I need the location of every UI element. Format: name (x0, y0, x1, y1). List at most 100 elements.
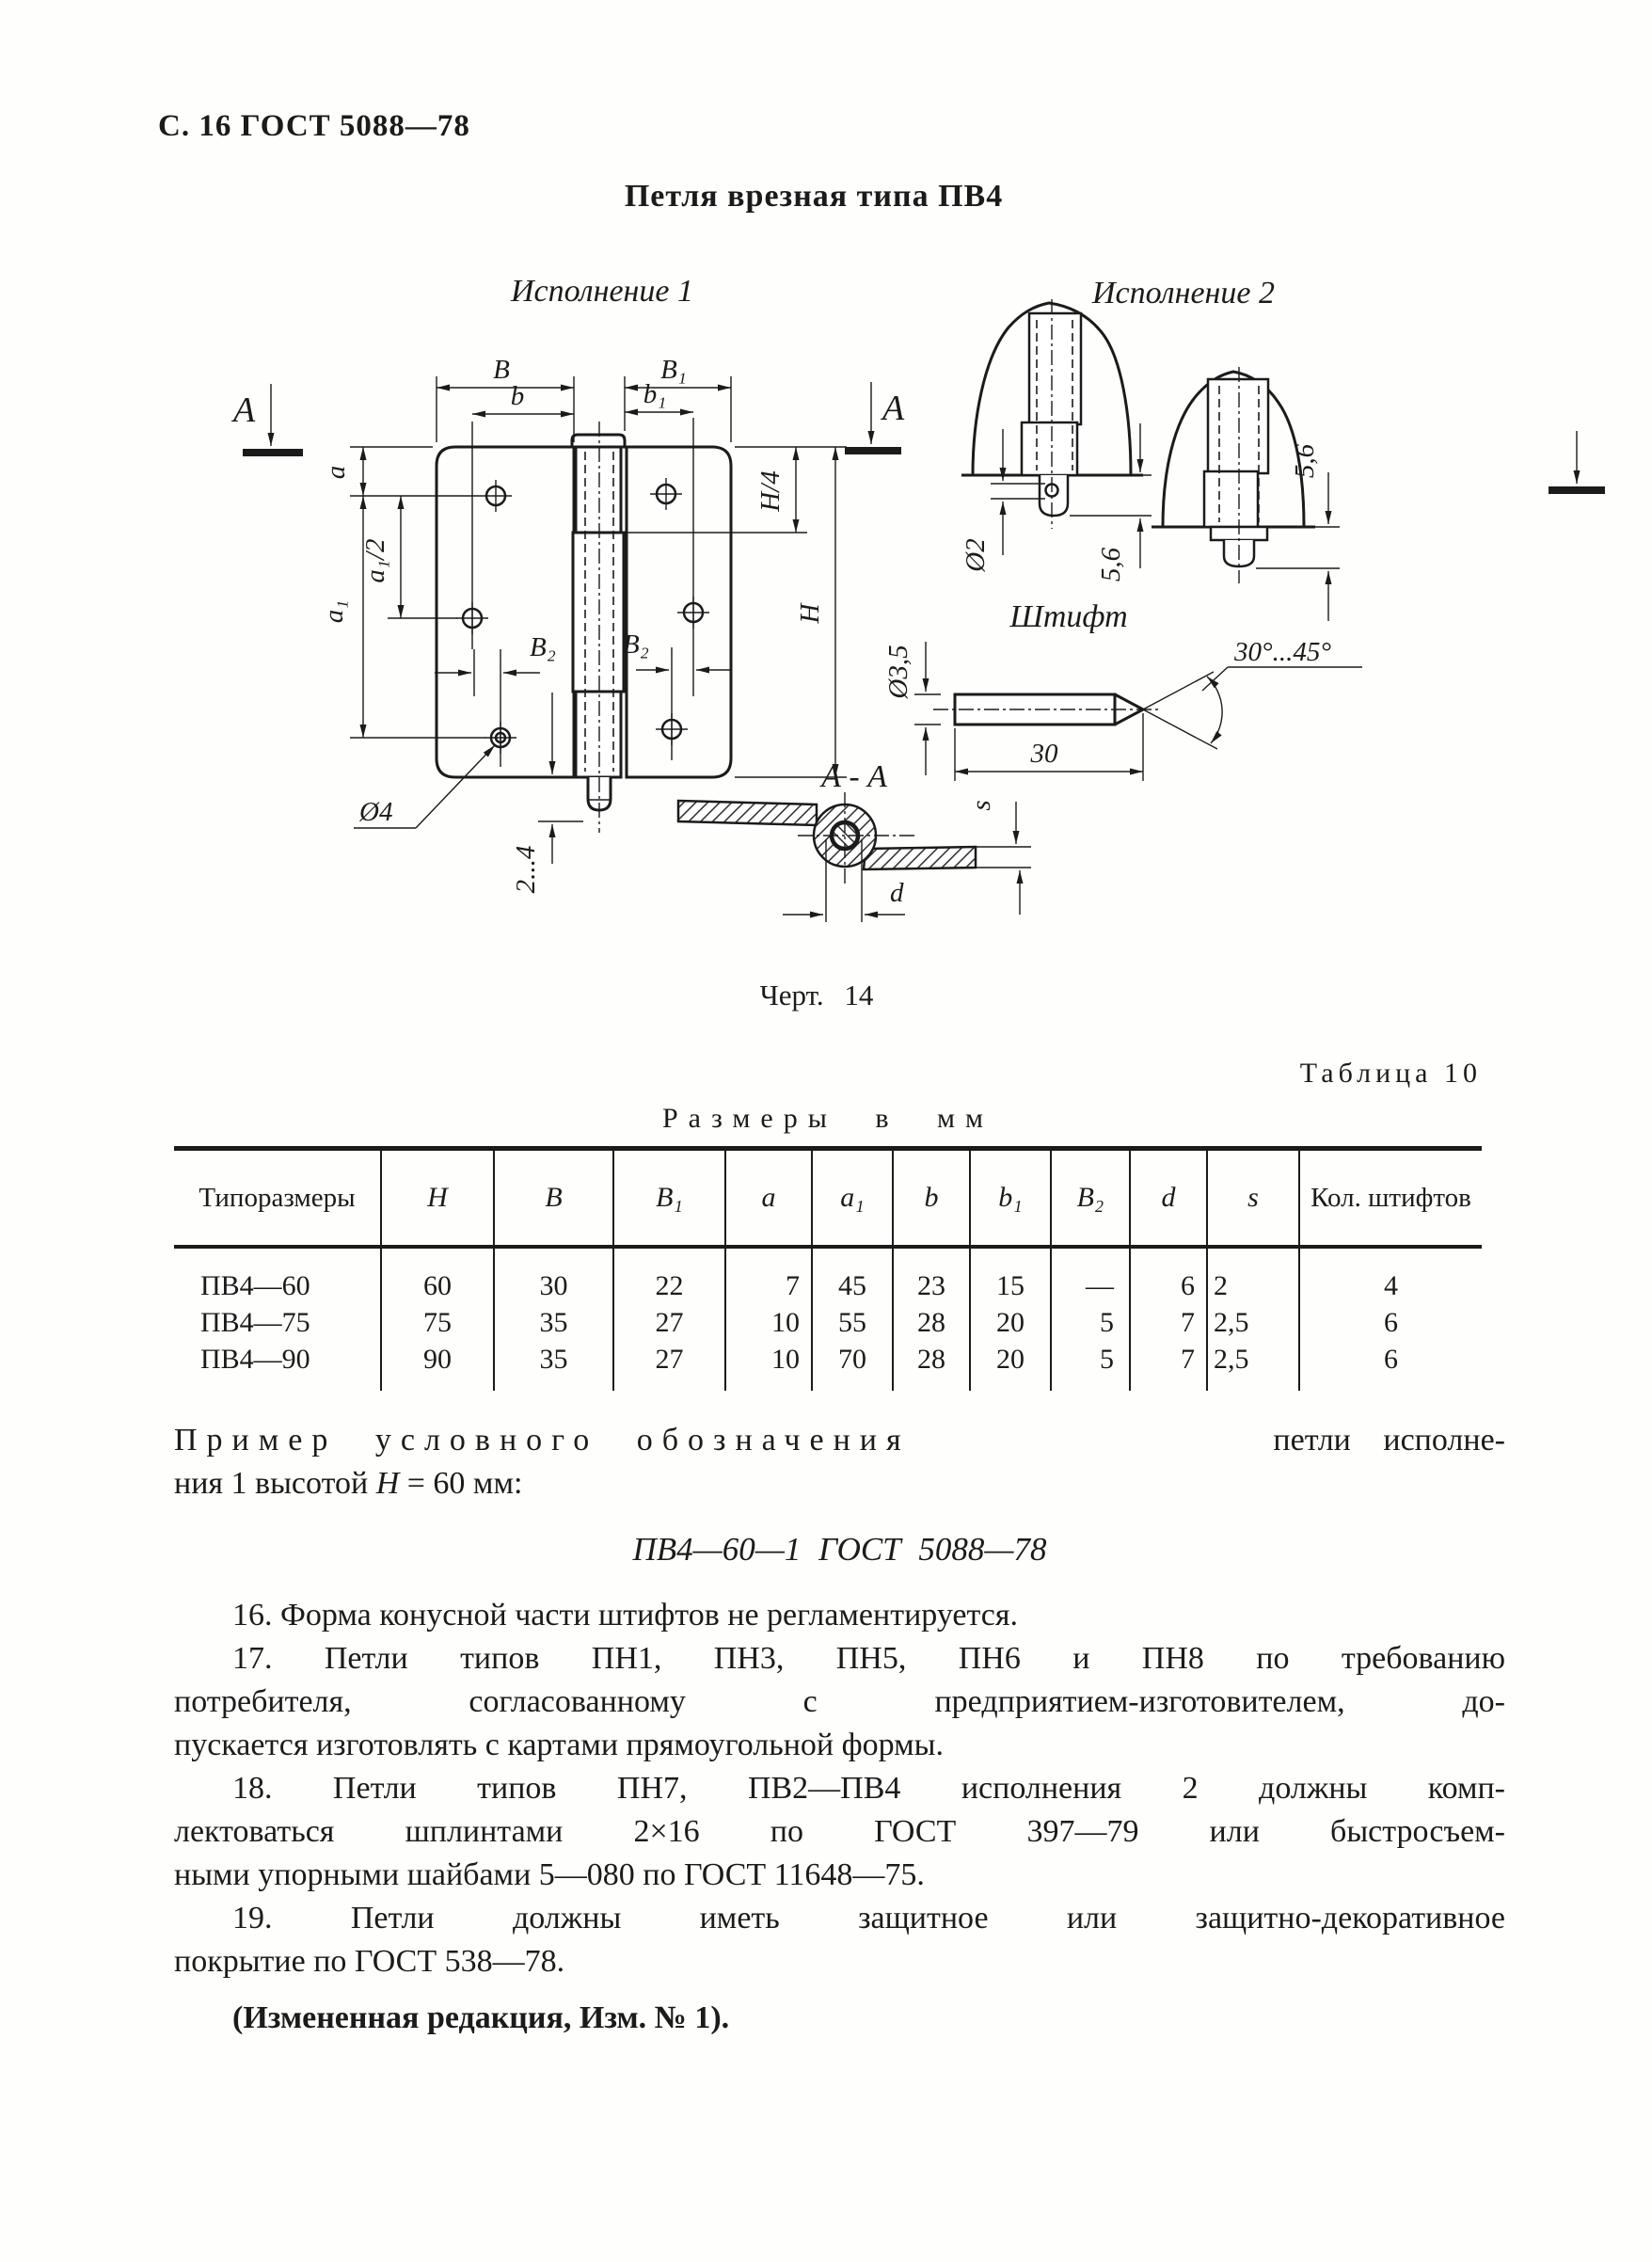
example-line-2: ния 1 высотой Н = 60 мм: (174, 1462, 1505, 1505)
dim-label-B: В (493, 355, 510, 385)
col-B: В (494, 1148, 614, 1249)
col-B2: В₂ (1051, 1148, 1131, 1249)
item-18-line-3: ными упорными шайбами 5—080 по ГОСТ 1164… (174, 1857, 925, 1892)
col-s: s (1207, 1148, 1300, 1249)
cell: 45 (812, 1247, 894, 1304)
page-header: С. 16 ГОСТ 5088—78 (158, 109, 470, 143)
dim-label-B2-right: В₂ (623, 629, 649, 660)
example-post: = 60 мм: (399, 1466, 523, 1501)
body-text: Пример условного обозначения петли испол… (174, 1419, 1505, 2040)
cell: 20 (970, 1304, 1052, 1341)
cell: ПВ4—60 (174, 1247, 382, 1304)
cell: 22 (613, 1247, 726, 1304)
cell: 7 (725, 1247, 813, 1304)
dim-label-2-4: 2...4 (511, 846, 541, 894)
cell: 10 (725, 1341, 813, 1391)
cell: 5 (1051, 1341, 1131, 1391)
table-header: Типоразмеры Н В В₁ a a₁ b b₁ В₂ d s Кол.… (174, 1148, 1482, 1249)
dim-label-s: s (966, 800, 996, 810)
item-18-line-2: лектоваться шплинтами 2×16 по ГОСТ 397—7… (174, 1814, 1505, 1849)
dim-label-b: b (511, 381, 525, 411)
table-caption: Таблица 10 (1299, 1058, 1482, 1089)
item-18-line-1: 18. Петли типов ПН7, ПВ2—ПВ4 исполнения … (232, 1771, 1505, 1806)
amendment-note: (Измененная редакция, Изм. № 1). (232, 2000, 730, 2035)
col-H: Н (381, 1148, 495, 1249)
dim-label-5-6-left: 5,6 (1096, 547, 1126, 581)
example-line-1: Пример условного обозначения петли испол… (174, 1419, 1505, 1462)
cell: 6 (1130, 1247, 1208, 1304)
example-var-H: Н (375, 1466, 400, 1501)
col-B1: В₁ (613, 1148, 726, 1249)
col-d: d (1130, 1148, 1208, 1249)
cut-letter-right: А (880, 389, 905, 428)
cell: 75 (381, 1304, 495, 1341)
cell: 20 (970, 1341, 1052, 1391)
col-b1: b₁ (970, 1148, 1052, 1249)
item-16: 16. Форма конусной части штифтов не регл… (232, 1598, 1018, 1633)
variant1-label: Исполнение 1 (510, 274, 693, 309)
cell: 6 (1384, 1343, 1398, 1375)
section-label: А - А (819, 759, 887, 794)
cell: 2,5 (1207, 1304, 1300, 1341)
figure-14-drawing: .o{fill:none;stroke:#1b1b1b;stroke-width… (230, 274, 1605, 922)
example-tail: петли исполне- (1273, 1423, 1505, 1458)
dim-label-dia4: Ø4 (358, 797, 392, 827)
figure-caption: Черт. 14 (759, 979, 874, 1012)
dim-label-dia2: Ø2 (961, 538, 991, 572)
page-title: Петля врезная типа ПВ4 (624, 179, 1004, 214)
dim-label-B2-left: В₂ (530, 632, 556, 662)
dim-label-a1: a₁ (319, 600, 349, 624)
dim-label-a: a (321, 466, 351, 480)
variant2-label: Исполнение 2 (1091, 276, 1275, 311)
item-17-line-1: 17. Петли типов ПН1, ПН3, ПН5, ПН6 и ПН8… (232, 1641, 1505, 1676)
dim-label-angle: 30°...45° (1233, 637, 1331, 667)
dim-label-30: 30 (1030, 739, 1059, 769)
item-19-line-1: 19. Петли должны иметь защитное или защи… (232, 1901, 1505, 1935)
cell: 28 (893, 1304, 971, 1341)
item-17-line-2: потребителя, согласованному с предприяти… (174, 1684, 1505, 1719)
cell: 15 (970, 1247, 1052, 1304)
cell: 35 (494, 1341, 614, 1391)
cell: 2 (1207, 1247, 1300, 1304)
dim-label-H: Н (795, 601, 825, 624)
cell: 27 (613, 1341, 726, 1391)
designation-example: ПВ4—60—1 ГОСТ 5088—78 (632, 1531, 1047, 1568)
col-tiporazmery: Типоразмеры (174, 1148, 382, 1249)
cell: 2,5 (1207, 1341, 1300, 1391)
cut-letter-left: А (230, 390, 256, 430)
cell: 6 (1384, 1306, 1398, 1338)
dim-label-5-6-right: 5,6 (1290, 443, 1320, 478)
variant2-views: Ø2 5,6 5,6 (961, 299, 1340, 621)
cell: ПВ4—75 (174, 1304, 382, 1341)
cell: 70 (812, 1341, 894, 1391)
example-pre: ния 1 высотой (174, 1466, 376, 1501)
col-a: a (725, 1148, 813, 1249)
dim-label-d: d (890, 878, 904, 908)
pin-title: Штифт (1009, 599, 1127, 634)
example-spaced: Пример условного обозначения (174, 1423, 911, 1458)
cell: 28 (893, 1341, 971, 1391)
cell: 7 (1130, 1341, 1208, 1391)
col-kol-shtiftov: Кол. штифтов (1299, 1148, 1482, 1249)
item-17-line-3: пускается изготовлять с картами прямоуго… (174, 1728, 944, 1762)
table-10: Типоразмеры Н В В₁ a a₁ b b₁ В₂ d s Кол.… (174, 1146, 1482, 1391)
cell: 4 (1384, 1269, 1398, 1301)
cell: 60 (381, 1247, 495, 1304)
table-units: Размеры в мм (661, 1103, 993, 1134)
dim-label-a1-2: a₁/2 (360, 538, 390, 582)
dim-label-B1: В₁ (660, 355, 687, 385)
dim-label-b1: b₁ (643, 379, 667, 409)
section-view: А - А s d (676, 759, 1031, 922)
col-a1: a₁ (812, 1148, 894, 1249)
cell: ПВ4—90 (174, 1341, 382, 1391)
hinge-front-view (435, 418, 733, 833)
section-cut-marks: А А (230, 382, 1605, 494)
cell: 30 (494, 1247, 614, 1304)
front-view-dimensions: В В₁ b b₁ a a₁ a₁/2 В₂ (319, 355, 847, 893)
cell: 10 (725, 1304, 813, 1341)
cell: 5 (1051, 1304, 1131, 1341)
cell: 27 (613, 1304, 726, 1341)
